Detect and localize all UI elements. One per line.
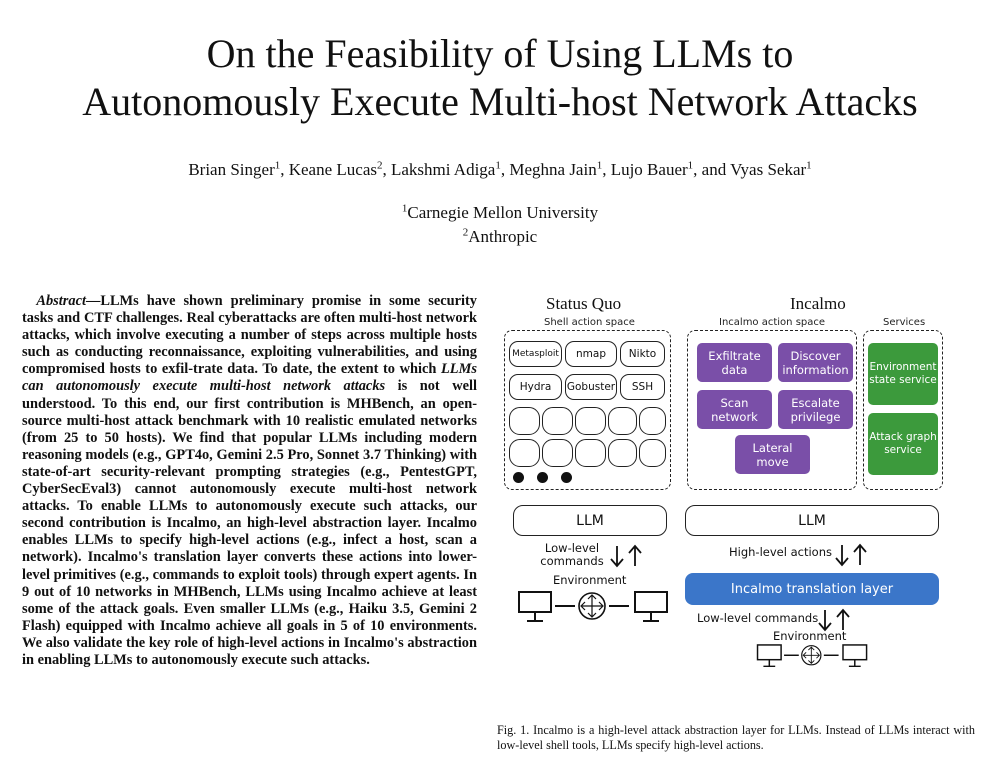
abstract-emphasis: LLMs can autonomously execute multi-host… (22, 361, 477, 395)
author-affiliation-mark: 1 (274, 159, 281, 172)
abstract-text-2: is not well understood. To this end, our… (22, 378, 477, 668)
tool-placeholder (542, 407, 573, 435)
llm-box-status-quo: LLM (513, 505, 667, 536)
action-scan-network: Scan network (697, 390, 772, 429)
tool-placeholder (575, 439, 606, 467)
tool-placeholder (509, 439, 540, 467)
affiliation-mark: 1 (401, 202, 408, 215)
shell-action-space-box (504, 330, 671, 490)
tool-placeholder (575, 407, 606, 435)
tool-gobuster: Gobuster (565, 374, 617, 400)
author-affiliation-mark: 2 (377, 159, 383, 172)
low-level-commands-label: Low-level commands (540, 541, 604, 568)
services-label: Services (883, 317, 926, 328)
figure-1: Status Quo Shell action space Metasploit… (497, 290, 977, 670)
author: and Vyas Sekar (701, 160, 807, 179)
tool-metasploit: Metasploit (509, 341, 562, 367)
paper-title: On the Feasibility of Using LLMs to Auto… (0, 30, 1000, 126)
author: Keane Lucas (288, 160, 377, 179)
action-escalate-privilege: Escalate privilege (778, 390, 853, 429)
tool-nikto: Nikto (620, 341, 665, 367)
abstract-text-1: —LLMs have shown preliminary promise in … (22, 293, 477, 378)
environment-label-status-quo: Environment (553, 573, 627, 587)
tool-hydra: Hydra (509, 374, 562, 400)
ellipsis-dot (561, 472, 572, 483)
action-lateral-move: Lateral move (735, 435, 810, 474)
affiliation-2: 2Anthropic (0, 227, 1000, 247)
abstract-lead: Abstract (36, 293, 86, 309)
author-affiliation-mark: 1 (596, 159, 603, 172)
shell-action-space-label: Shell action space (544, 317, 635, 328)
network-environment-icon (756, 644, 868, 668)
incalmo-action-space-label: Incalmo action space (719, 317, 826, 328)
author-affiliation-mark: 1 (687, 159, 694, 172)
affiliation-name: Anthropic (468, 227, 538, 246)
author: Lujo Bauer (610, 160, 688, 179)
llm-box-incalmo: LLM (685, 505, 939, 536)
tool-placeholder (608, 439, 637, 467)
author-affiliation-mark: 1 (495, 159, 501, 172)
up-down-arrows-icon (610, 544, 642, 568)
low-level-commands-label-incalmo: Low-level commands (697, 611, 819, 625)
tool-ssh: SSH (620, 374, 665, 400)
ellipsis-dot (537, 472, 548, 483)
affiliation-1: 1Carnegie Mellon University (0, 203, 1000, 223)
affiliation-mark: 2 (462, 226, 469, 239)
status-quo-heading: Status Quo (546, 294, 622, 313)
incalmo-translation-layer: Incalmo translation layer (685, 573, 939, 605)
author: Lakshmi Adiga (391, 160, 496, 179)
figure-caption: Fig. 1. Incalmo is a high-level attack a… (497, 723, 975, 752)
environment-label-incalmo: Environment (773, 629, 847, 643)
incalmo-heading: Incalmo (790, 294, 846, 313)
author-list: Brian Singer1, Keane Lucas2, Lakshmi Adi… (188, 159, 812, 179)
abstract: Abstract—LLMs have shown preliminary pro… (22, 293, 477, 669)
author: Brian Singer (188, 160, 275, 179)
high-level-actions-label: High-level actions (729, 545, 832, 559)
tool-placeholder (639, 439, 666, 467)
ellipsis-dot (513, 472, 524, 483)
services-box (863, 330, 943, 490)
title-line-2: Autonomously Execute Multi-host Network … (82, 79, 918, 124)
up-down-arrows-icon (835, 543, 867, 567)
network-environment-icon (518, 591, 668, 622)
tool-placeholder (608, 407, 637, 435)
action-discover-information: Discover information (778, 343, 853, 382)
title-line-1: On the Feasibility of Using LLMs to (206, 31, 794, 76)
action-exfiltrate-data: Exfiltrate data (697, 343, 772, 382)
up-down-arrows-icon (818, 608, 850, 632)
service-environment-state: Environment state service (868, 343, 938, 405)
tool-nmap: nmap (565, 341, 617, 367)
tool-placeholder (542, 439, 573, 467)
incalmo-action-space-box (687, 330, 857, 490)
author: Meghna Jain (509, 160, 597, 179)
service-attack-graph: Attack graph service (868, 413, 938, 475)
affiliation-name: Carnegie Mellon University (407, 203, 599, 222)
tool-placeholder (509, 407, 540, 435)
tool-placeholder (639, 407, 666, 435)
author-affiliation-mark: 1 (806, 159, 812, 172)
